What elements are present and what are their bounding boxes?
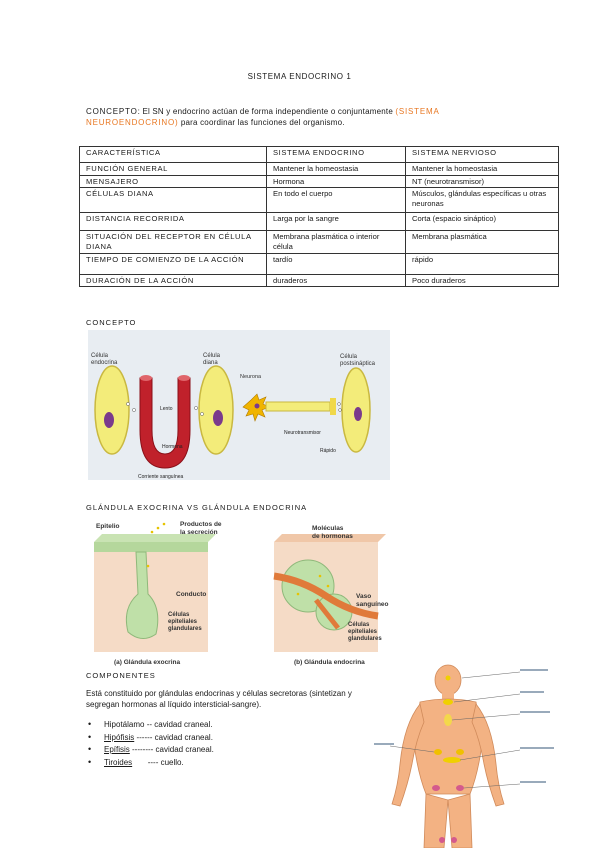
label-conducto: Conducto [176,591,206,598]
table-row: DURACIÓN DE LA ACCIÓN duraderos Poco dur… [79,274,559,287]
label-corriente: Corriente sanguínea [138,474,184,480]
figure-1-svg: Célula endocrina Célula diana Lento Horm… [88,330,390,480]
label-neurotransmisor: Neurotransmisor [284,430,321,436]
table-cell: DISTANCIA RECORRIDA [79,212,267,231]
label-epitelio: Epitelio [96,523,120,530]
section-heading-glandula: GLÁNDULA EXOCRINA VS GLÁNDULA ENDOCRINA [86,503,308,512]
label-moleculas-2: de hormonas [312,533,353,540]
table-cell: Músculos, glándulas específicas u otras … [405,187,559,213]
table-cell: Poco duraderos [405,274,559,287]
label-productos-2: la secreción [180,529,218,536]
list-item: Tiroides ---- cuello. [86,757,214,771]
label-celula-post-1: Célula [340,354,358,360]
table-header: SISTEMA NERVIOSO [405,146,559,163]
list-item-name: Epífisis [104,745,130,754]
table-cell: FUNCIÓN GENERAL [79,162,267,176]
label-lento: Lento [160,406,173,412]
table-cell: duraderos [266,274,406,287]
list-item-location: ------ cavidad craneal. [134,732,213,742]
label-vaso-2: sanguíneo [356,601,389,608]
concept-text-a: : El SN y endocrino actúan de forma inde… [137,107,393,116]
label-celula-post-2: postsináptica [340,361,376,367]
concept-highlight: (SISTEMA NEUROENDOCRINO) [86,107,440,127]
componentes-text: Está constituido por glándulas endocrina… [86,689,352,709]
table-cell: TIEMPO DE COMIENZO DE LA ACCIÓN [79,253,267,275]
table-header-row: CARACTERÍSTICA SISTEMA ENDOCRINO SISTEMA… [79,146,559,163]
label-productos-1: Productos de [180,521,222,528]
table-row: FUNCIÓN GENERAL Mantener la homeostasia … [79,162,559,176]
table-header: SISTEMA ENDOCRINO [266,146,406,163]
gland-list: Hipotálamo -- cavidad craneal. Hipófisis… [86,719,214,771]
concept-paragraph: CONCEPTO: El SN y endocrino actúan de fo… [86,106,506,128]
caption-exocrina: (a) Glándula exocrina [114,659,180,666]
table-cell: Mantener la homeostasia [266,162,406,176]
table-cell: DURACIÓN DE LA ACCIÓN [79,274,267,287]
table-cell: MENSAJERO [79,175,267,188]
label-celula-diana-1: Célula [203,353,221,359]
table-row: CÉLULAS DIANA En todo el cuerpo Músculos… [79,187,559,213]
list-item-location: -------- cavidad craneal. [129,745,214,754]
label-celula-endocrina-1: Célula [91,353,109,359]
concept-label: CONCEPTO [86,107,138,116]
table-header: CARACTERÍSTICA [79,146,267,163]
list-item-name: Hipotálamo [104,720,145,729]
list-item: Hipófisis ------ cavidad craneal. [86,732,214,746]
table-row: DISTANCIA RECORRIDA Larga por la sangre … [79,212,559,231]
figure-3-svg [370,664,599,848]
table-cell: SITUACIÓN DEL RECEPTOR EN CÉLULA DIANA [79,230,267,254]
label-hormona: Hormona [162,444,183,450]
label-celula-endocrina-2: endocrina [91,360,118,366]
table-cell: Membrana plasmática [405,230,559,254]
table-row: MENSAJERO Hormona NT (neurotransmisor) [79,175,559,188]
label-celula-diana-2: diana [203,360,218,366]
table-cell: Corta (espacio sináptico) [405,212,559,231]
table-cell: tardío [266,253,406,275]
list-item-location: ---- cuello. [132,757,184,767]
list-item-name: Hipófisis [104,732,135,742]
table-cell: NT (neurotransmisor) [405,175,559,188]
human-body-figure [370,664,599,848]
table-cell: Mantener la homeostasia [405,162,559,176]
table-cell: En todo el cuerpo [266,187,406,213]
comparison-table: CARACTERÍSTICA SISTEMA ENDOCRINO SISTEMA… [79,146,559,287]
table-row: TIEMPO DE COMIENZO DE LA ACCIÓN tardío r… [79,253,559,275]
table-cell: CÉLULAS DIANA [79,187,267,213]
table-cell: Larga por la sangre [266,212,406,231]
table-row: SITUACIÓN DEL RECEPTOR EN CÉLULA DIANA M… [79,230,559,254]
label-vaso-1: Vaso [356,593,371,600]
list-item: Epífisis -------- cavidad craneal. [86,744,214,758]
concept-text-b: para coordinar las funciones del organis… [178,118,345,127]
label-neurona: Neurona [240,374,262,380]
page-title: SISTEMA ENDOCRINO 1 [247,72,352,81]
list-item-name: Tiroides [104,757,133,767]
label-celulas-a-1: Células [168,612,190,618]
gland-comparison-figure: Epitelio Productos de la secreción Condu… [88,516,392,668]
label-celulas-a-2: epiteliales [168,619,198,625]
label-celulas-b-3: glandulares [348,636,382,642]
list-item-location: -- cavidad craneal. [144,720,213,729]
section-heading-componentes: COMPONENTES [86,671,156,680]
list-item: Hipotálamo -- cavidad craneal. [86,719,214,733]
table-cell: rápido [405,253,559,275]
section-heading-concepto: CONCEPTO [86,318,137,327]
table-cell: Membrana plasmática o interior célula [266,230,406,254]
label-moleculas-1: Moléculas [312,525,344,532]
label-celulas-b-2: epiteliales [348,629,378,635]
caption-endocrina: (b) Glándula endocrina [294,659,365,666]
label-celulas-b-1: Células [348,622,370,628]
label-rapido: Rápido [320,448,336,454]
label-celulas-a-3: glandulares [168,626,202,632]
table-cell: Hormona [266,175,406,188]
endocrine-vs-nervous-figure: Célula endocrina Célula diana Lento Horm… [88,330,390,480]
figure-2-svg: Epitelio Productos de la secreción Condu… [88,516,392,668]
